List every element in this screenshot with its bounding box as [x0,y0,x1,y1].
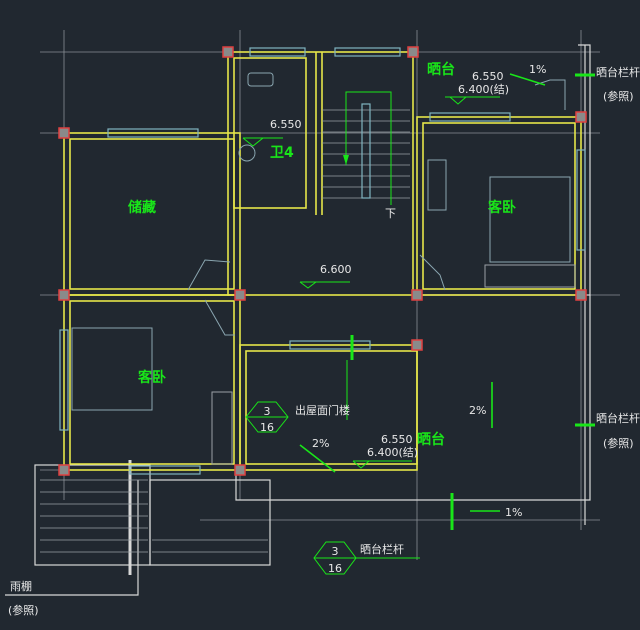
detail-callout-railing[interactable]: 3 16 [313,541,420,575]
bath-elevation: 6.550 [270,118,302,131]
detail-a-number: 3 [264,405,271,418]
top-balcony-elev-struct: 6.400(结) [458,83,509,96]
bottom-balcony-elev-finish: 6.550 [381,433,413,446]
balcony-outlines [5,44,591,596]
top-balcony-slope: 1% [529,63,546,76]
label-top-balcony: 晒台 [427,61,455,78]
detail-a-sheet: 16 [260,421,274,434]
label-guest-bedroom-left: 客卧 [137,369,166,386]
stair [322,91,410,205]
label-bathroom: 卫4 [270,145,294,161]
label-canopy: 雨棚 [10,579,32,593]
label-railing-top-ref: (参照) [603,89,634,103]
label-roof-door: 出屋面门楼 [295,403,350,417]
label-railing-right: 晒台栏杆 [596,411,640,425]
walls [63,51,582,471]
label-storage: 储藏 [127,199,156,216]
label-railing-bottom: 晒台栏杆 [360,542,404,556]
bottom-balcony-elev-struct: 6.400(结) [367,446,418,459]
label-bottom-balcony: 晒台 [417,431,445,448]
label-guest-bedroom-right: 客卧 [487,199,516,216]
label-railing-top: 晒台栏杆 [596,65,640,79]
windows [59,47,586,475]
slope-right: 2% [469,404,486,417]
columns [58,46,587,476]
label-railing-right-ref: (参照) [603,436,634,450]
slope-mid: 2% [312,437,329,450]
detail-callout-roof-door[interactable]: 3 16 [245,401,289,434]
top-balcony-elev-finish: 6.550 [472,70,504,83]
label-canopy-ref: (参照) [8,603,39,617]
detail-b-sheet: 16 [328,562,342,575]
annotation-marks [242,73,595,530]
bottom-slope: 1% [505,506,522,519]
stair-down-label: 下 [385,207,396,220]
furniture [71,72,576,465]
hall-elevation: 6.600 [320,263,352,276]
detail-b-number: 3 [332,545,339,558]
